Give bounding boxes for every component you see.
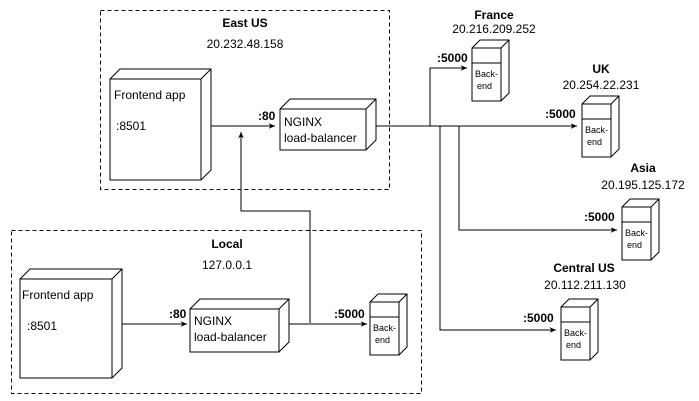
asia-port: :5000 (584, 210, 615, 224)
east-us-region (100, 10, 390, 190)
east-nginx-node: NGINX load-balancer (279, 98, 377, 151)
france-name: France (474, 8, 514, 22)
local-backend-label-1: Back- (373, 323, 396, 333)
uk-backend-label-2: end (587, 137, 602, 147)
local-backend-node: Back- end (369, 293, 408, 356)
local-backend-label-2: end (375, 335, 390, 345)
local-backend-port: :5000 (334, 307, 365, 321)
uk-ip: 20.254.22.231 (563, 78, 640, 92)
link-to-asia (458, 126, 617, 233)
east-frontend-node: Frontend app :8501 (109, 68, 212, 181)
central-us-backend-label-1: Back- (564, 328, 587, 338)
france-port: :5000 (437, 51, 468, 65)
asia-backend-label-1: Back- (625, 228, 648, 238)
asia-ip: 20.195.125.172 (601, 178, 685, 192)
france-backend-label-2: end (477, 81, 492, 91)
asia-name: Asia (630, 161, 656, 175)
link-to-france (429, 65, 467, 126)
local-region (11, 230, 422, 394)
asia-backend-label-2: end (627, 240, 642, 250)
local-nginx-label-2: load-balancer (194, 330, 267, 344)
local-nginx-label-1: NGINX (194, 314, 232, 328)
france-ip: 20.216.209.252 (452, 22, 536, 36)
central-us-backend-node: Back- end (560, 298, 599, 361)
local-nginx-node: NGINX load-balancer (189, 298, 290, 353)
local-frontend-node: Frontend app :8501 (19, 268, 123, 379)
east-us-ip: 20.232.48.158 (207, 37, 284, 51)
local-frontend-label: Frontend app (22, 288, 94, 302)
central-us-ip: 20.112.211.130 (544, 278, 626, 292)
local-nginx-port: :80 (169, 307, 187, 321)
east-frontend-label: Frontend app (114, 88, 186, 102)
central-us-name: Central US (553, 261, 614, 275)
central-us-backend-label-2: end (566, 340, 581, 350)
france-backend-node: Back- end (471, 39, 510, 102)
france-backend-label-1: Back- (475, 69, 498, 79)
uk-port: :5000 (545, 107, 576, 121)
local-title: Local (211, 237, 242, 251)
local-frontend-port: :8501 (27, 319, 57, 333)
east-us-title: East US (222, 16, 267, 30)
east-nginx-label-2: load-balancer (284, 131, 357, 145)
uk-backend-node: Back- end (581, 95, 620, 158)
east-frontend-port: :8501 (116, 119, 146, 133)
east-nginx-label-1: NGINX (284, 115, 322, 129)
uk-name: UK (592, 62, 610, 76)
local-ip: 127.0.0.1 (202, 258, 252, 272)
connections (122, 65, 617, 333)
east-nginx-port: :80 (258, 109, 276, 123)
asia-backend-node: Back- end (621, 198, 660, 261)
local-nginx-to-east-nginx (238, 132, 311, 323)
link-to-central-us (439, 126, 556, 333)
central-us-port: :5000 (523, 311, 554, 325)
uk-backend-label-1: Back- (585, 125, 608, 135)
